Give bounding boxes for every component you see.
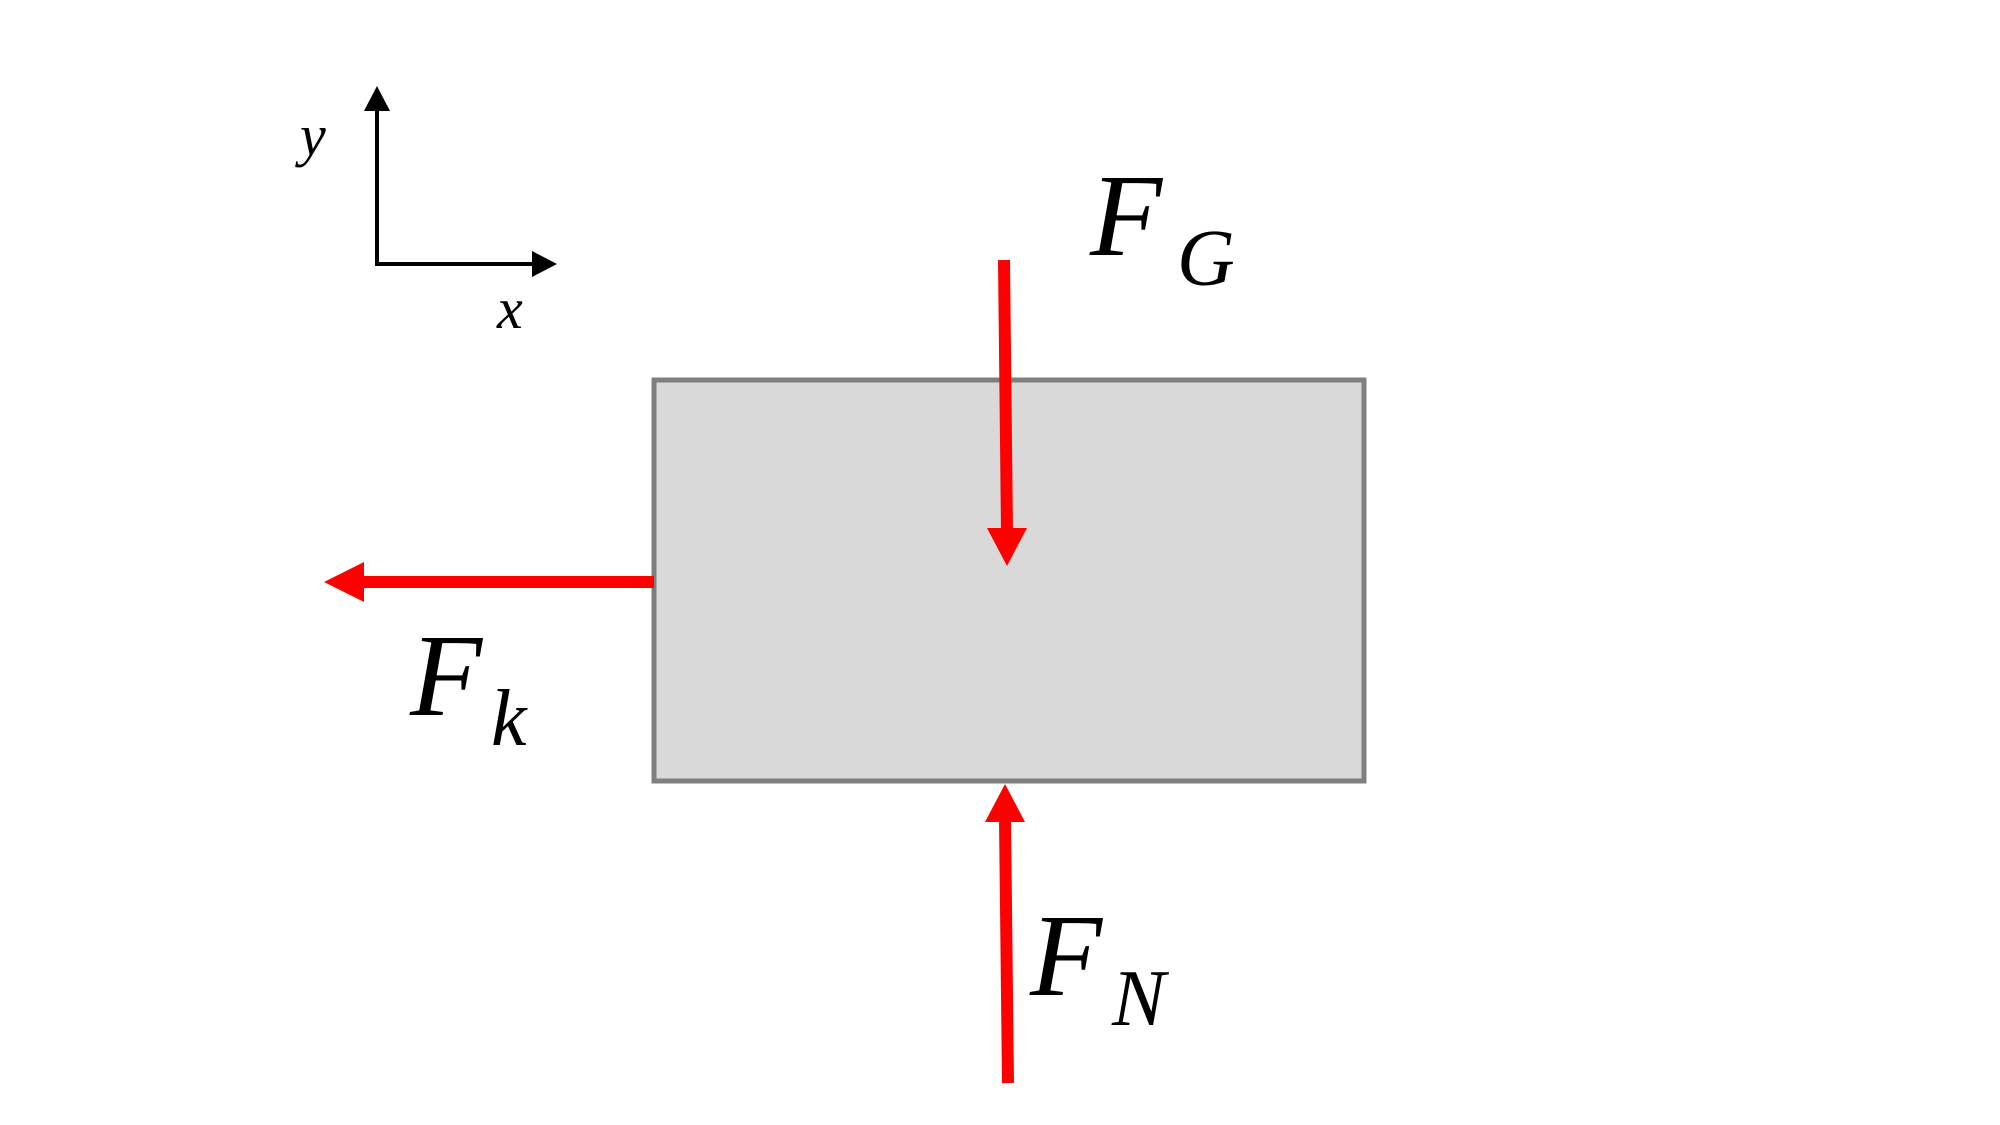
normal-label-main: F [1029,890,1104,1021]
gravity-arrow-shaft [998,259,1013,533]
friction-label: F k [409,610,528,763]
normal-force: F N [985,784,1170,1084]
normal-arrow-shaft [999,817,1014,1084]
gravity-label-main: F [1089,150,1164,281]
friction-label-subscript: k [491,675,528,763]
friction-force: F k [324,562,654,763]
x-axis-label: x [496,276,523,341]
x-axis-arrowhead [532,251,557,277]
y-axis-arrowhead [364,86,390,111]
gravity-label-subscript: G [1177,215,1235,303]
y-axis-label: y [295,103,326,168]
gravity-force: F G [987,150,1235,566]
gravity-label: F G [1089,150,1235,303]
normal-label-subscript: N [1111,955,1170,1043]
normal-arrowhead [985,784,1025,822]
normal-label: F N [1029,890,1170,1043]
gravity-arrowhead [987,528,1027,566]
coordinate-axes: y x [295,86,557,341]
friction-label-main: F [409,610,484,741]
friction-arrowhead [324,562,364,602]
